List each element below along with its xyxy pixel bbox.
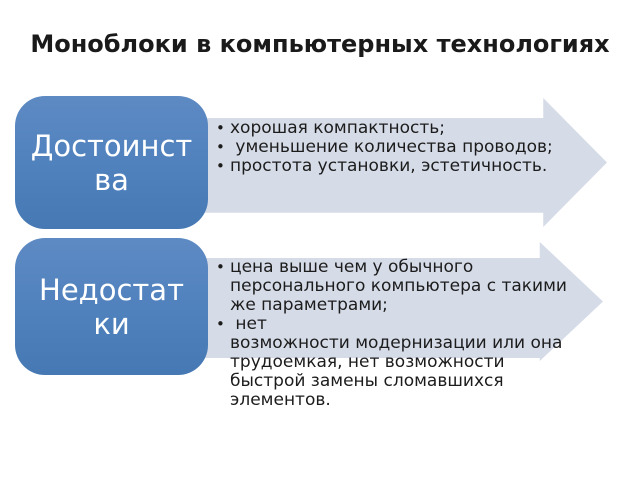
advantages-shape: Достоинства [15,96,208,229]
disadvantages-bullet-list: цена выше чем у обычного персонального к… [206,258,568,410]
advantages-list-item: простота установки, эстетичность. [216,157,568,177]
disadvantages-shape: Недостатки [15,238,208,375]
disadvantages-list-item: цена выше чем у обычного персонального к… [216,258,568,315]
advantages-list-item: хорошая компактность; [216,119,568,139]
advantages-bullet-list: хорошая компактность; уменьшение количес… [206,119,568,177]
slide-title: Моноблоки в компьютерных технологиях [30,30,610,58]
disadvantages-label: Недостатки [39,272,184,341]
disadvantages-list-item: нет возможности модернизации или она тру… [216,315,568,410]
advantages-list-item: уменьшение количества проводов; [216,138,568,158]
advantages-label: Достоинства [30,128,193,197]
